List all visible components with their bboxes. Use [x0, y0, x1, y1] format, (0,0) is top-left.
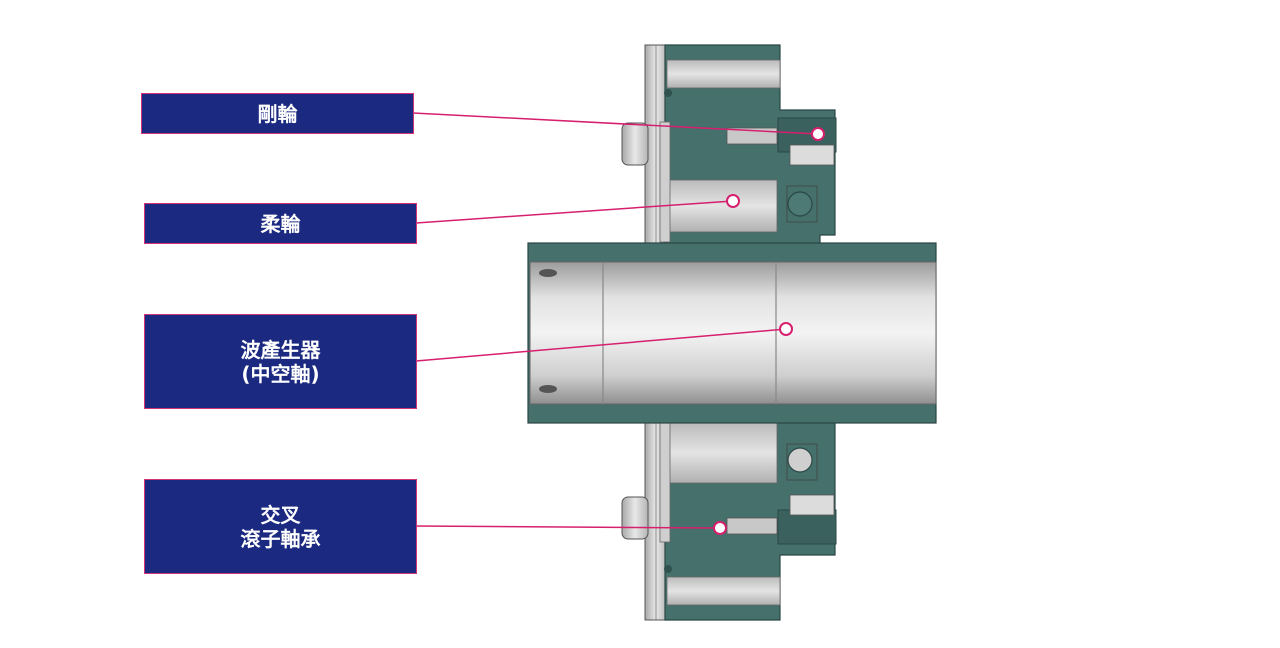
label-wave-generator: 波產生器 (中空軸)	[144, 314, 417, 409]
label-rigid-gear: 剛輪	[141, 93, 414, 134]
leader-line-rigid-gear	[412, 112, 819, 135]
leader-dot-rigid-gear	[811, 127, 825, 141]
leader-dot-flexspline	[726, 194, 740, 208]
bearing-ball-top	[787, 191, 813, 217]
leader-lines	[412, 112, 825, 535]
leader-line-flexspline	[415, 200, 734, 224]
leader-line-cross-roller-bearing	[415, 525, 721, 529]
label-cross-roller-bearing-line1: 交叉	[260, 502, 301, 527]
label-cross-roller-bearing: 交叉 滾子軸承	[144, 479, 417, 574]
mechanism-drawing	[527, 44, 937, 621]
label-cross-roller-bearing-line2: 滾子軸承	[240, 526, 321, 551]
leader-dot-wave-generator	[779, 322, 793, 336]
bearing-ball-bottom	[787, 447, 813, 473]
leader-line-wave-generator	[415, 328, 787, 362]
label-flexspline-text: 柔輪	[260, 211, 301, 236]
leader-dot-cross-roller-bearing	[713, 521, 727, 535]
label-wave-generator-line2: (中空軸)	[241, 361, 320, 386]
label-flexspline: 柔輪	[144, 203, 417, 244]
label-rigid-gear-text: 剛輪	[257, 101, 298, 126]
label-wave-generator-line1: 波產生器	[240, 337, 321, 362]
